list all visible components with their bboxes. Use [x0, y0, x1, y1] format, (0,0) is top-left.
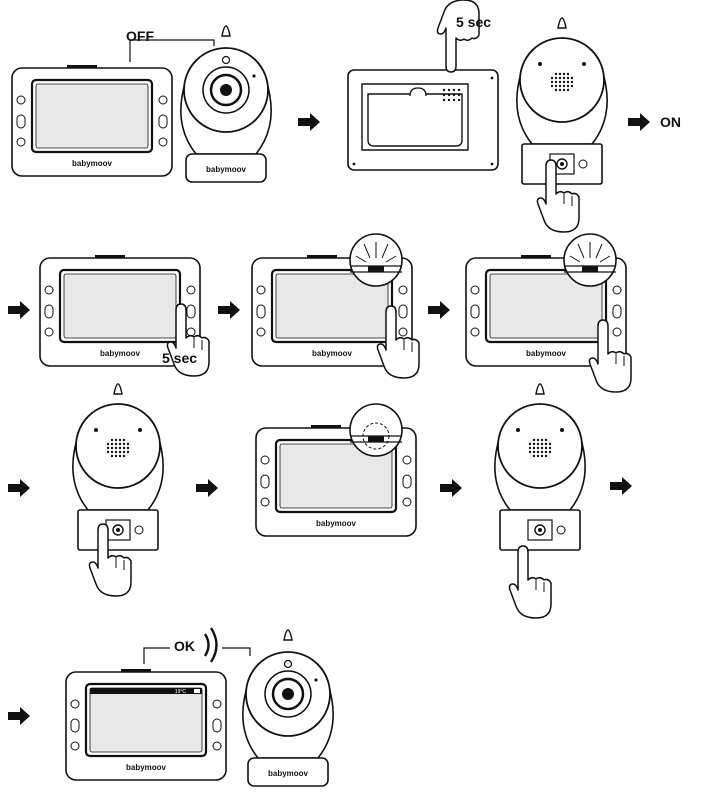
camera-back-power [515, 17, 609, 185]
off-connector [129, 39, 215, 62]
right-arrow-icon [218, 301, 240, 319]
right-arrow-icon [628, 113, 650, 131]
hand-pointer-icon [508, 545, 552, 619]
camera-back-paired [493, 383, 587, 551]
camera-off [179, 24, 273, 184]
monitor-status-bar [90, 688, 202, 694]
temperature-readout: 19°C [175, 689, 187, 695]
led-flash-icon [349, 233, 403, 287]
ok-label: OK [174, 638, 195, 654]
right-arrow-icon [440, 479, 462, 497]
right-arrow-icon [610, 477, 632, 495]
right-arrow-icon [8, 479, 30, 497]
camera-back-press [71, 383, 165, 551]
camera-on [241, 628, 335, 788]
monitor-off [10, 63, 174, 178]
right-arrow-icon [196, 479, 218, 497]
right-arrow-icon [8, 707, 30, 725]
off-label: OFF [126, 28, 154, 44]
right-arrow-icon [298, 113, 320, 131]
led-flash-icon [563, 233, 617, 287]
led-zoom-bubble [349, 403, 403, 457]
hand-pointer-icon [436, 0, 480, 73]
on-label: ON [660, 114, 681, 130]
hold-time-label: 5 sec [456, 14, 492, 30]
right-arrow-icon [8, 301, 30, 319]
monitor-on [64, 667, 228, 782]
signal-waves-icon [203, 627, 218, 663]
ok-connector [143, 647, 251, 664]
right-arrow-icon [428, 301, 450, 319]
hold-time-label: 5 sec [162, 350, 198, 366]
monitor-back [347, 69, 499, 171]
